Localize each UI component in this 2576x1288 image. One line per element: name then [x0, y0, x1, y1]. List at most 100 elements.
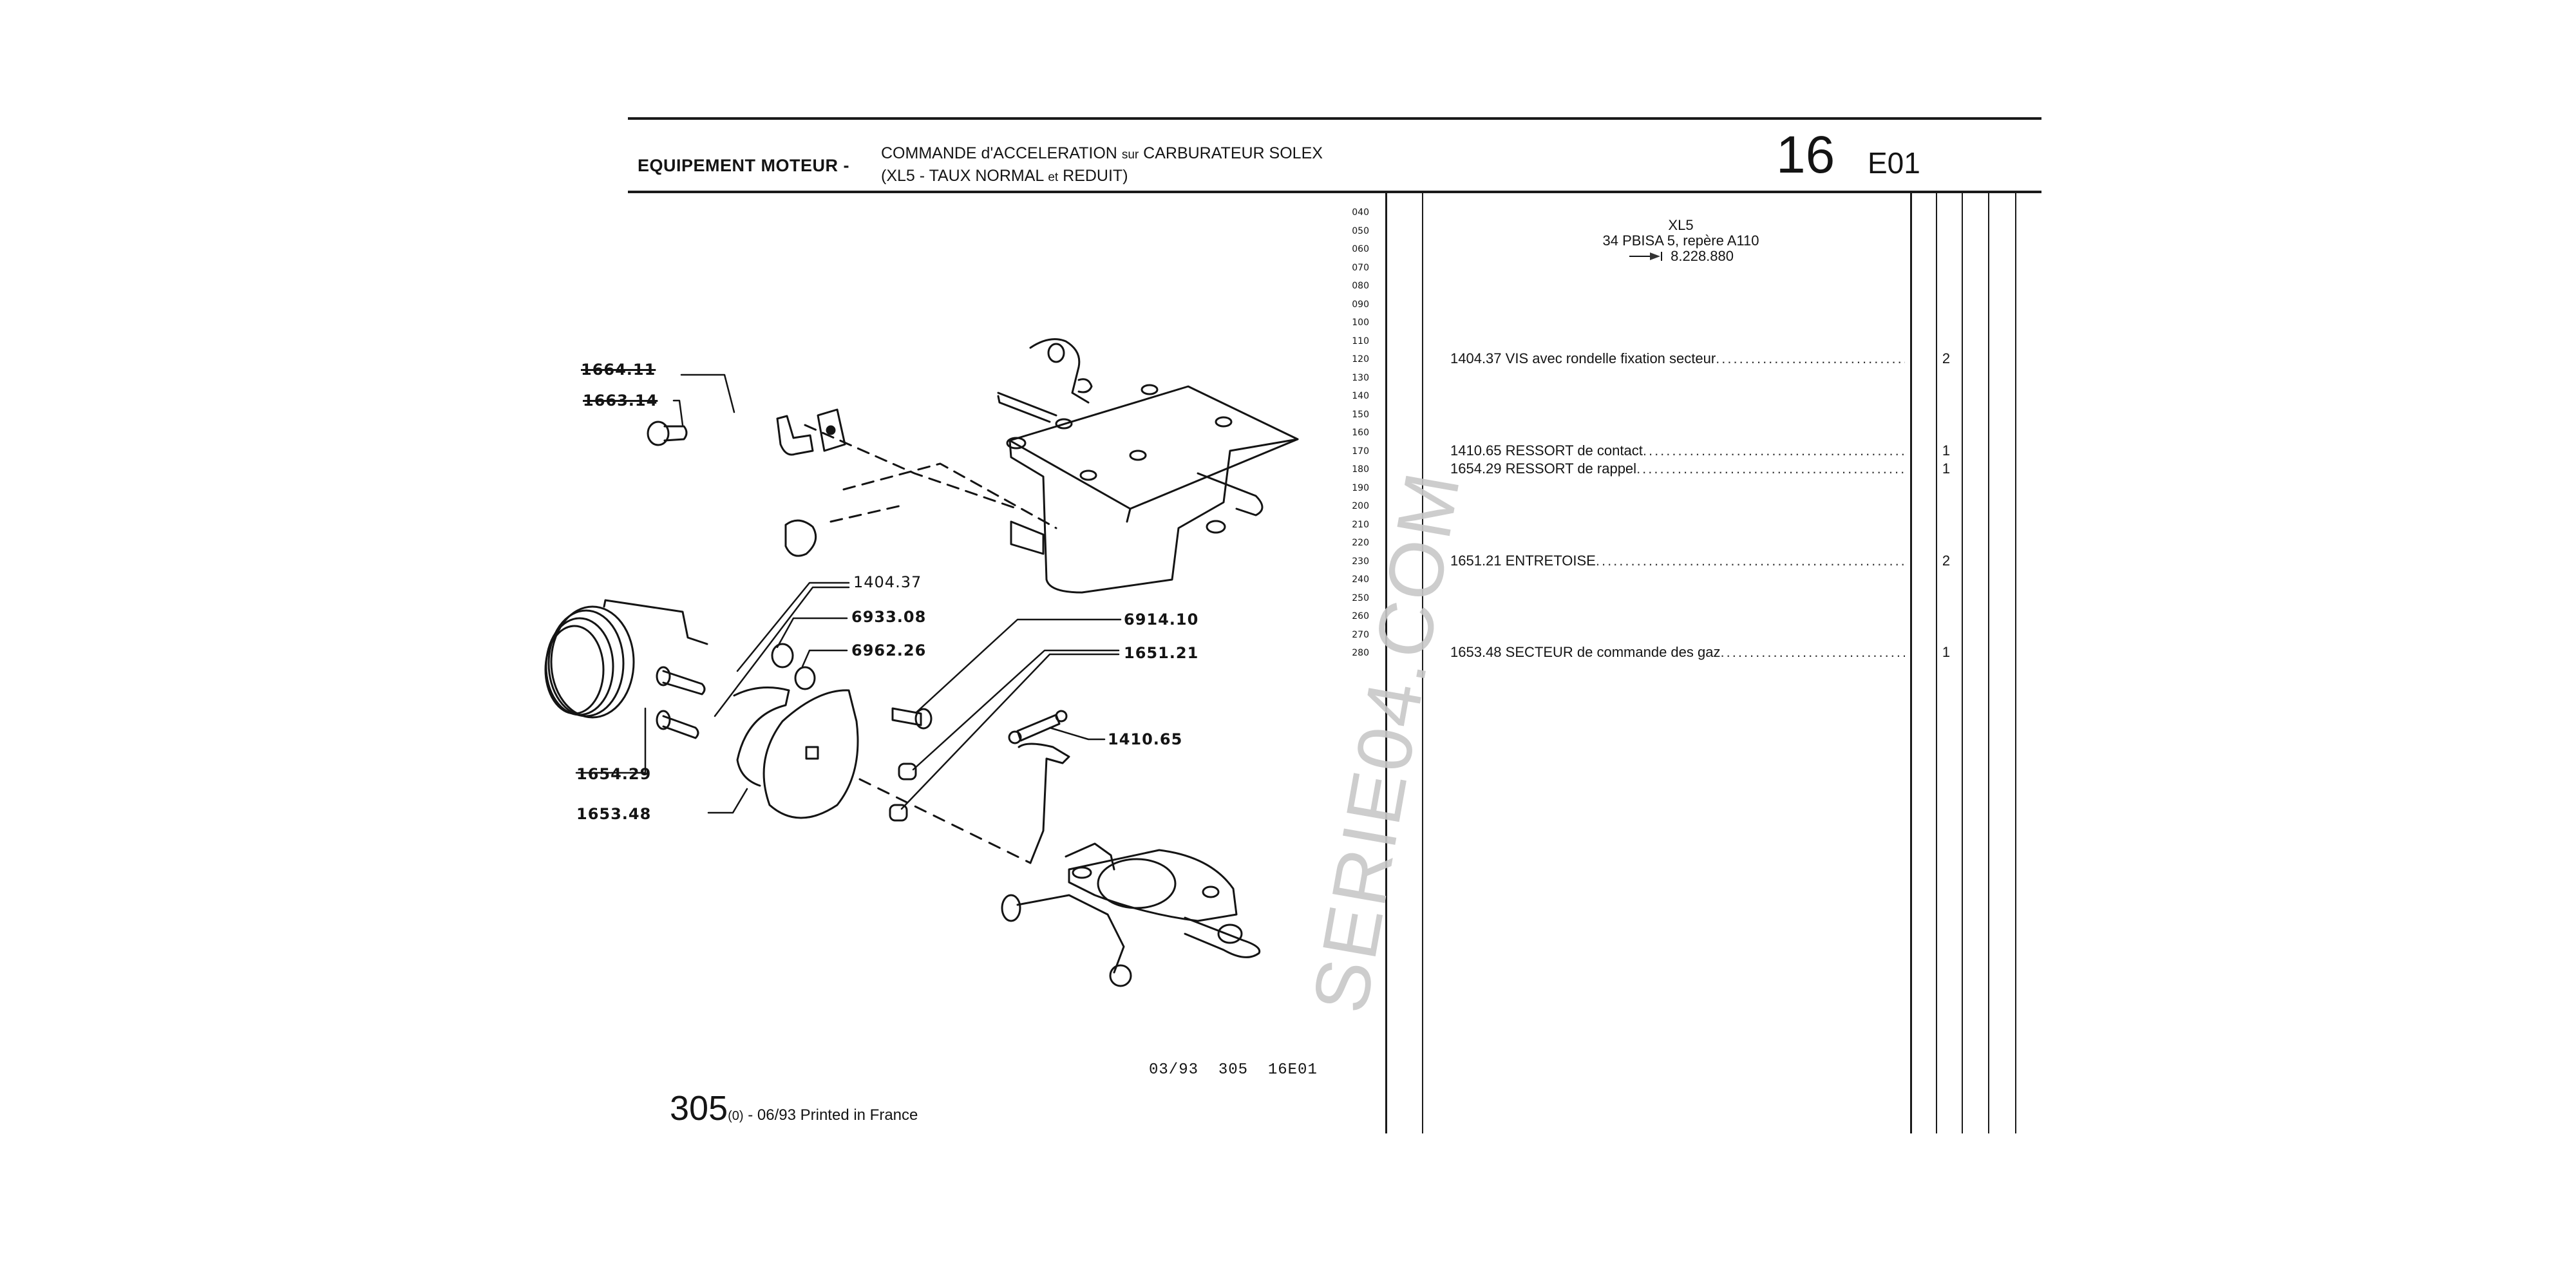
leader-dots: .....................................: [1716, 350, 1905, 366]
part-quantity: 2: [1942, 350, 1951, 366]
callout-1653-48: 1653.48: [576, 805, 652, 823]
contact-spring-drawing: [1008, 710, 1068, 744]
header-top-rule: [628, 117, 2041, 120]
line-number: 160: [1352, 428, 1369, 438]
callout-1651-21: 1651.21: [1124, 644, 1199, 662]
carburettor-body-drawing: [997, 338, 1299, 594]
linkage-drawing: [804, 424, 1057, 529]
table-col-line-d: [2015, 192, 2016, 1133]
line-number: 080: [1352, 281, 1369, 291]
screw-1663-drawing: [647, 421, 688, 446]
callout-1663-14: 1663.14: [583, 392, 658, 410]
callout-6933-08: 6933.08: [851, 608, 927, 626]
table-col-line-b: [1962, 192, 1963, 1133]
part-row: 1653.48 SECTEUR de commande des gaz.....…: [1450, 644, 1905, 661]
callout-1664-11: 1664.11: [581, 361, 656, 379]
part-row: 1404.37 VIS avec rondelle fixation secte…: [1450, 350, 1905, 367]
screw-6914-drawing: [891, 707, 933, 730]
part-ref: 1410.65: [1450, 442, 1502, 459]
drawing-reference: 03/93 305 16E01: [1149, 1061, 1318, 1079]
dashed-axis-drawing: [858, 778, 1032, 864]
callout-1404-37: 1404.37: [853, 573, 922, 591]
part-ref: 1404.37: [1450, 350, 1502, 366]
leader-dots: ........................................…: [1642, 442, 1905, 459]
plate-title: COMMANDE d'ACCELERATION sur CARBURATEUR …: [881, 143, 1323, 188]
line-number: 100: [1352, 317, 1369, 328]
plate-title-line-2: (XL5 - TAUX NORMAL et REDUIT): [881, 167, 1128, 185]
bracket-drawing: [776, 408, 846, 557]
variant-engine: XL5: [1668, 217, 1694, 233]
line-number: 050: [1352, 225, 1369, 236]
up-to-arrow-icon: [1628, 249, 1667, 265]
part-quantity: 1: [1942, 644, 1951, 660]
table-col-line-qty: [1910, 192, 1912, 1133]
table-col-line-desc: [1422, 192, 1423, 1133]
group-number: 16: [1776, 126, 1835, 184]
leader-dots: ....................................: [1720, 644, 1905, 660]
line-number: 270: [1352, 629, 1369, 640]
callout-1410-65: 1410.65: [1108, 730, 1183, 748]
spacer-drawing: [889, 804, 908, 822]
callout-1654-29: 1654.29: [576, 765, 652, 783]
washer-6962-drawing: [794, 666, 816, 690]
leader-lines: [575, 374, 1122, 814]
edition-number: (0): [728, 1109, 744, 1123]
part-ref: 1651.21: [1450, 552, 1502, 569]
nut-6933-drawing: [771, 643, 794, 668]
line-number: 090: [1352, 299, 1369, 310]
leader-dots: ........................................…: [1595, 552, 1905, 569]
line-number: 260: [1352, 611, 1369, 621]
section-title: EQUIPEMENT MOTEUR -: [638, 156, 850, 175]
part-ref: 1653.48: [1450, 644, 1502, 660]
line-number: 210: [1352, 519, 1369, 530]
line-number: 190: [1352, 482, 1369, 493]
variant-carburettor: 34 PBISA 5, repère A110: [1602, 232, 1759, 249]
throttle-sector-drawing: [733, 687, 859, 819]
line-number: 140: [1352, 391, 1369, 401]
variant-serial: 8.228.880: [1671, 248, 1734, 264]
part-description: RESSORT de contact: [1505, 442, 1643, 459]
callout-6914-10: 6914.10: [1124, 611, 1199, 629]
line-number: 150: [1352, 409, 1369, 420]
table-col-line-a: [1936, 192, 1937, 1133]
table-col-line-lineno: [1385, 192, 1387, 1133]
line-number: 280: [1352, 648, 1369, 658]
line-number: 240: [1352, 574, 1369, 585]
throttle-body-drawing: [1001, 743, 1261, 987]
return-spring-drawing: [544, 599, 708, 719]
line-number: 130: [1352, 372, 1369, 383]
sector-screws-drawing: [656, 666, 706, 739]
table-col-line-c: [1988, 192, 1989, 1133]
leader-dots: ........................................…: [1636, 460, 1905, 477]
part-description: VIS avec rondelle fixation secteur: [1505, 350, 1716, 366]
part-description: ENTRETOISE: [1505, 552, 1596, 569]
part-quantity: 2: [1942, 552, 1951, 569]
part-row: 1651.21 ENTRETOISE......................…: [1450, 553, 1905, 569]
variant-serial-row: 8.228.880: [1455, 249, 1906, 265]
part-quantity: 1: [1942, 442, 1951, 459]
line-number: 170: [1352, 446, 1369, 457]
line-number: 180: [1352, 464, 1369, 475]
part-row: 1410.65 RESSORT de contact..............…: [1450, 442, 1905, 459]
print-info: 305(0) - 06/93 Printed in France: [670, 1088, 918, 1128]
line-number: 250: [1352, 592, 1369, 603]
line-number: 110: [1352, 336, 1369, 346]
part-description: SECTEUR de commande des gaz: [1505, 644, 1721, 660]
variant-block: XL5 34 PBISA 5, repère A110 8.228.880: [1455, 218, 1906, 265]
part-ref: 1654.29: [1450, 460, 1502, 477]
print-date: - 06/93 Printed in France: [743, 1106, 918, 1124]
line-number: 220: [1352, 538, 1369, 548]
callout-6962-26: 6962.26: [851, 641, 927, 659]
part-description: RESSORT de rappel: [1505, 460, 1637, 477]
line-number: 060: [1352, 244, 1369, 254]
line-number: 230: [1352, 556, 1369, 567]
part-row: 1654.29 RESSORT de rappel...............…: [1450, 460, 1905, 477]
spacer-drawing: [898, 762, 917, 781]
model-number: 305: [670, 1089, 728, 1128]
header-bottom-rule: [628, 191, 2041, 193]
line-number: 040: [1352, 207, 1369, 218]
plate-title-line-1: COMMANDE d'ACCELERATION sur CARBURATEUR …: [881, 144, 1323, 162]
line-number: 200: [1352, 501, 1369, 511]
line-number: 070: [1352, 262, 1369, 273]
plate-code: E01: [1868, 146, 1920, 180]
